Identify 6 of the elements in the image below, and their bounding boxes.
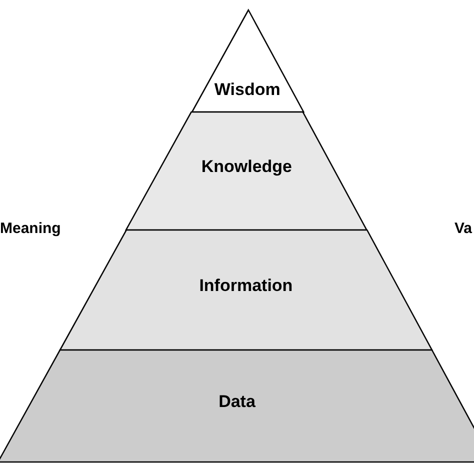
layer-label: Knowledge	[201, 157, 292, 177]
layer-label: Information	[199, 276, 293, 296]
layer-label: Data	[218, 392, 256, 412]
axis-label: Meaning	[0, 220, 61, 237]
axis-label: Va	[454, 220, 472, 237]
layer-label: Wisdom	[214, 80, 280, 100]
